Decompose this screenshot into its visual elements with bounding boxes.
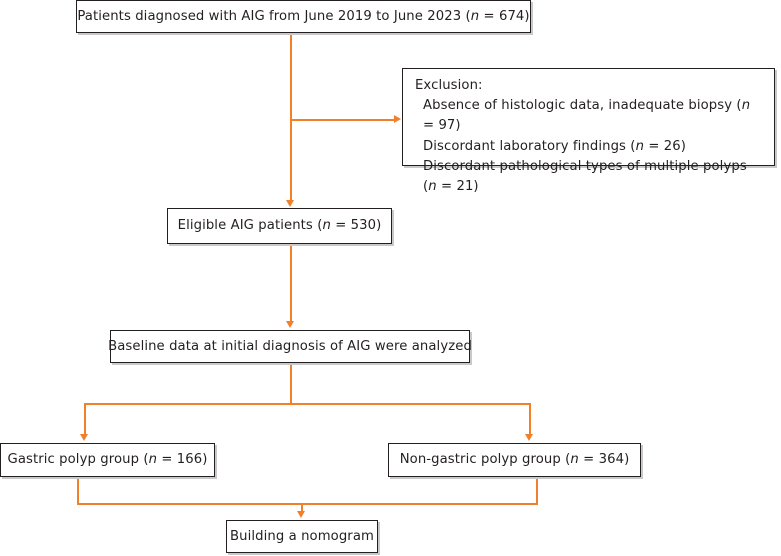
node-eligible: Eligible AIG patients (n = 530) xyxy=(167,208,392,244)
node-eligible-text-after: = 530) xyxy=(330,218,382,234)
node-nomogram: Building a nomogram xyxy=(226,520,378,553)
exclusion-item-histologic: Absence of histologic data, inadequate b… xyxy=(415,96,764,136)
node-gastric-polyp-group: Gastric polyp group (n = 166) xyxy=(0,443,215,477)
node-enrolled-text-after: = 674) xyxy=(479,8,530,24)
arrowhead-right-exclusion-icon xyxy=(394,115,401,124)
node-exclusion: Exclusion: Absence of histologic data, i… xyxy=(402,68,775,194)
arrowhead-down-nomogram-icon xyxy=(297,511,305,518)
connector-split-right xyxy=(529,403,531,435)
node-gastric-text-after: = 166) xyxy=(157,452,208,468)
exclusion-item-histologic-text-after: = 97) xyxy=(423,118,461,134)
connector-merge-left xyxy=(77,477,79,504)
exclusion-item-laboratory-text-after: = 26) xyxy=(644,138,686,154)
exclusion-item-pathological-text-after: = 21) xyxy=(436,178,479,194)
exclusion-heading: Exclusion: xyxy=(415,78,483,93)
node-gastric-text-before: Gastric polyp group ( xyxy=(7,452,149,468)
connector-merge-right xyxy=(536,477,538,504)
connector-merge-horizontal xyxy=(77,503,538,505)
node-gastric-var: n xyxy=(148,452,158,468)
connector-baseline-to-split xyxy=(290,363,292,404)
node-nongastric-var: n xyxy=(570,452,579,468)
node-baseline: Baseline data at initial diagnosis of AI… xyxy=(108,330,472,363)
exclusion-item-laboratory: Discordant laboratory findings (n = 26) xyxy=(415,137,764,157)
connector-merge-to-nomogram xyxy=(301,503,303,513)
exclusion-item-laboratory-var: n xyxy=(635,138,645,154)
arrowhead-down-nongastric-icon xyxy=(525,434,534,441)
node-eligible-var: n xyxy=(322,218,331,234)
connector-split-left xyxy=(84,403,86,435)
node-nongastric-text-after: = 364) xyxy=(578,452,630,468)
exclusion-item-pathological-var: n xyxy=(428,178,437,194)
exclusion-item-pathological: Discordant pathological types of multipl… xyxy=(415,157,764,197)
arrowhead-down-gastric-icon xyxy=(80,434,88,441)
arrowhead-down-eligible-icon xyxy=(286,200,294,207)
arrowhead-down-baseline-icon xyxy=(286,321,294,328)
connector-eligible-to-baseline xyxy=(290,244,292,322)
exclusion-item-pathological-text-before: Discordant pathological types of multipl… xyxy=(423,158,747,194)
node-non-gastric-polyp-group: Non-gastric polyp group (n = 364) xyxy=(388,443,641,477)
node-eligible-text-before: Eligible AIG patients ( xyxy=(177,218,323,234)
exclusion-item-histologic-var: n xyxy=(741,98,751,114)
connector-branch-to-exclusion xyxy=(290,119,394,121)
connector-enrolled-to-eligible xyxy=(290,33,292,201)
node-nomogram-text-before: Building a nomogram xyxy=(230,528,374,544)
node-baseline-text-before: Baseline data at initial diagnosis of AI… xyxy=(108,338,472,354)
exclusion-item-histologic-text-before: Absence of histologic data, inadequate b… xyxy=(423,98,742,114)
node-nongastric-text-before: Non-gastric polyp group ( xyxy=(399,452,571,468)
node-enrolled: Patients diagnosed with AIG from June 20… xyxy=(76,0,531,33)
node-enrolled-text-before: Patients diagnosed with AIG from June 20… xyxy=(77,8,471,24)
connector-split-horizontal xyxy=(84,403,531,405)
node-enrolled-var: n xyxy=(470,8,480,24)
exclusion-item-laboratory-text-before: Discordant laboratory findings ( xyxy=(423,138,636,154)
